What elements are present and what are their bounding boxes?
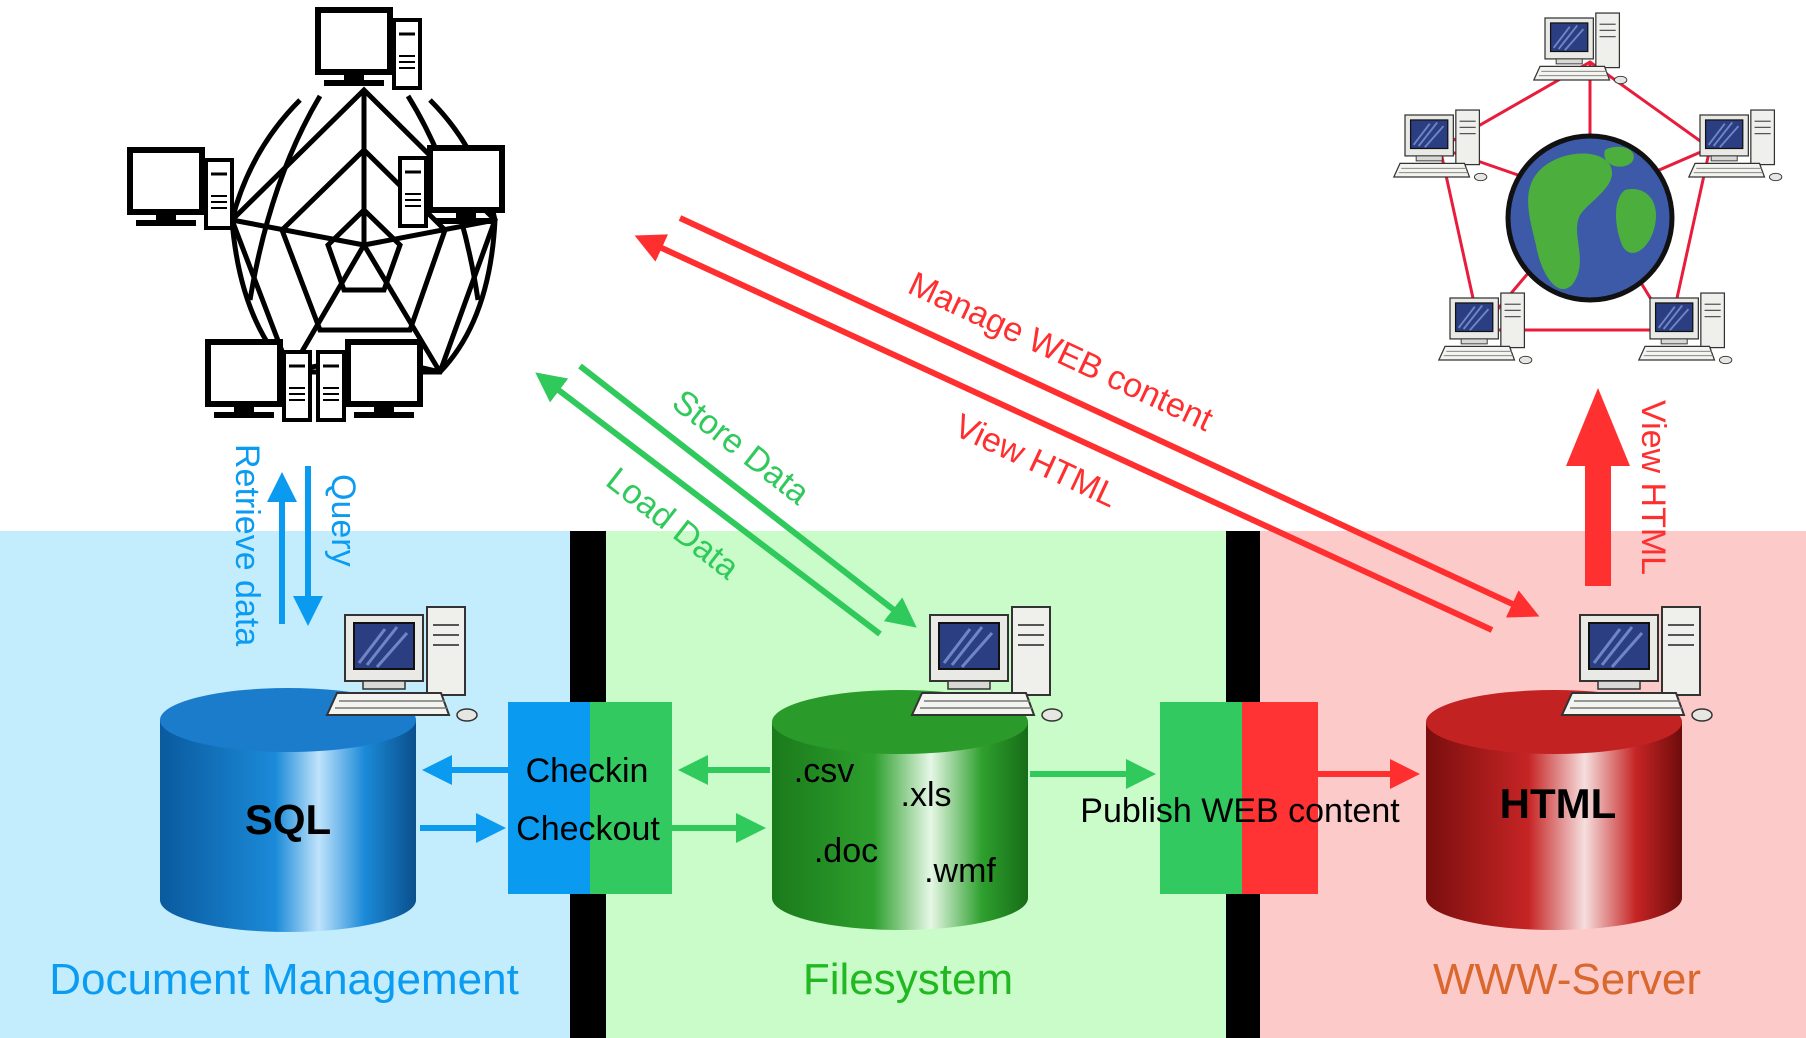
zone-label-document-management: Document Management [49, 955, 519, 1004]
sql-label: SQL [245, 796, 331, 843]
zone-label-www-server: WWW-Server [1433, 955, 1701, 1004]
view-html-vertical-label: View HTML [1634, 400, 1672, 575]
internet-pc-bottom-left-icon [1437, 292, 1533, 365]
query-label: Query [324, 474, 362, 567]
view-html-diagonal-arrow [634, 234, 1494, 633]
checkout-label: Checkout [516, 810, 660, 848]
html-label: HTML [1500, 780, 1617, 827]
checkin-label: Checkin [526, 752, 649, 790]
retrieve-data-label: Retrieve data [228, 444, 266, 646]
file-type-csv: .csv [794, 752, 854, 790]
store-data-arrow [578, 363, 917, 628]
network-web-icon [229, 86, 498, 375]
internet-pc-top-icon [1532, 12, 1628, 85]
publish-web-content-label: Publish WEB content [1080, 792, 1400, 830]
publish-connector-green [1160, 702, 1242, 894]
view-html-up-arrow-shaft [1585, 462, 1611, 586]
network-pc-left-icon [130, 150, 232, 228]
network-pc-top-icon [318, 10, 420, 88]
file-type-doc: .doc [814, 832, 878, 870]
network-pc-bottom-left-icon [208, 342, 310, 420]
network-pc-bottom-right-icon [318, 342, 420, 420]
internet-pc-bottom-right-icon [1637, 292, 1733, 365]
checkin-connector-blue [508, 702, 590, 894]
internet-network-icon [1392, 12, 1783, 365]
file-type-wmf: .wmf [924, 852, 996, 890]
manage-web-content-label: Manage WEB content [903, 265, 1219, 439]
load-data-arrow [535, 372, 882, 637]
publish-connector-red [1242, 702, 1318, 894]
file-type-xls: .xls [901, 776, 952, 814]
view-html-up-arrow-head [1566, 388, 1630, 466]
zone-label-filesystem: Filesystem [803, 955, 1013, 1004]
checkin-connector-green [590, 702, 672, 894]
internet-pc-left-icon [1392, 109, 1488, 182]
internet-pc-right-icon [1687, 109, 1783, 182]
manage-web-content-arrow [678, 215, 1540, 618]
